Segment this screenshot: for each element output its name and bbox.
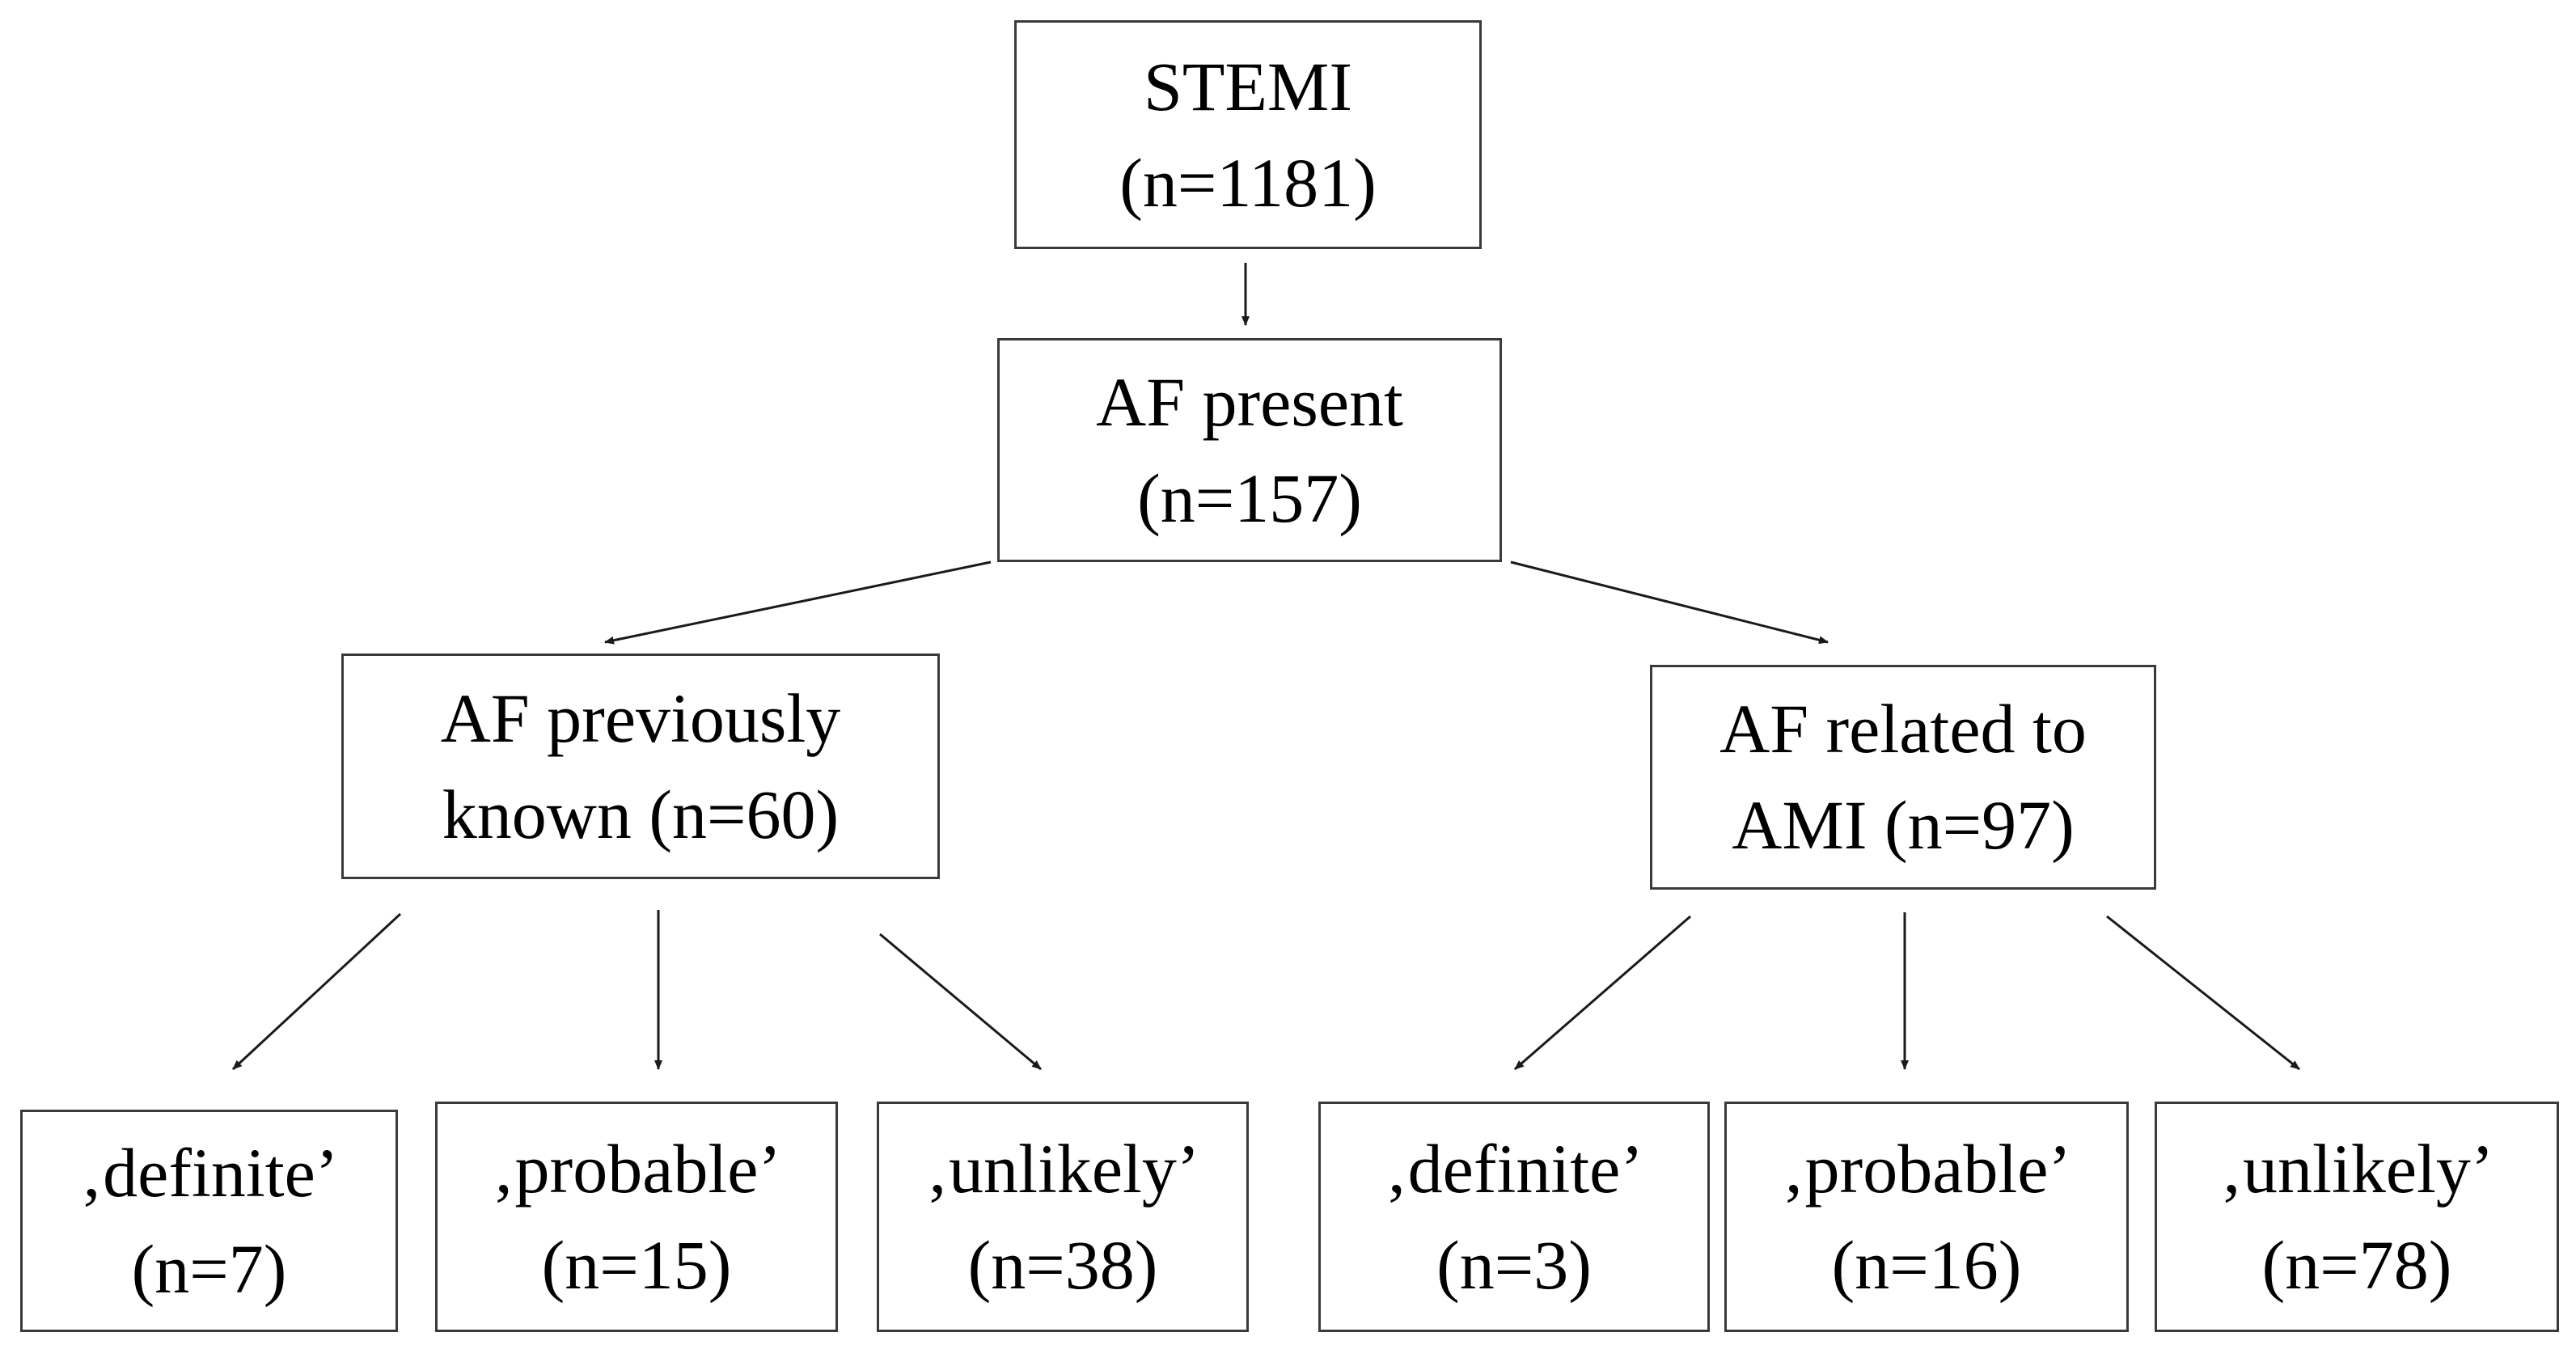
- prev-unlikely-label: ‚unlikely’: [925, 1129, 1200, 1208]
- af-present-label: AF present: [1096, 362, 1403, 441]
- prev-probable-count: (n=15): [541, 1225, 732, 1304]
- prev-definite-count: (n=7): [131, 1229, 287, 1308]
- arrow-af-present-to-af-related-to-ami: [1510, 560, 1829, 645]
- arrow-af-previously-known-to-definite: [231, 912, 402, 1071]
- arrow-af-present-to-af-previously-known: [604, 560, 992, 645]
- stemi-label: STEMI: [1144, 47, 1352, 125]
- ami-probable-label: ‚probable’: [1781, 1129, 2072, 1208]
- af-present-box: AF present (n=157): [997, 338, 1502, 562]
- ami-definite-count: (n=3): [1436, 1225, 1592, 1304]
- af-related-to-ami-count: AMI (n=97): [1732, 786, 2075, 864]
- af-previously-known-label: AF previously: [440, 679, 841, 757]
- af-previously-known-box: AF previously known (n=60): [341, 653, 940, 879]
- prev-probable-label: ‚probable’: [491, 1129, 782, 1208]
- af-related-to-ami-box: AF related to AMI (n=97): [1650, 665, 2156, 890]
- stemi-box: STEMI (n=1181): [1014, 20, 1482, 249]
- ami-probable-count: (n=16): [1831, 1225, 2022, 1304]
- prev-definite-label: ‚definite’: [79, 1133, 339, 1212]
- arrow-af-related-to-ami-to-unlikely: [2106, 915, 2300, 1071]
- af-present-count: (n=157): [1137, 459, 1362, 537]
- af-previously-known-count: known (n=60): [442, 775, 840, 853]
- prev-probable-box: ‚probable’ (n=15): [435, 1102, 838, 1332]
- arrow-af-related-to-ami-to-definite: [1514, 915, 1691, 1071]
- af-related-to-ami-label: AF related to: [1719, 690, 2087, 768]
- prev-unlikely-count: (n=38): [967, 1225, 1158, 1304]
- prev-unlikely-box: ‚unlikely’ (n=38): [877, 1102, 1249, 1332]
- ami-probable-box: ‚probable’ (n=16): [1724, 1102, 2129, 1332]
- arrow-af-previously-known-to-unlikely: [879, 933, 1042, 1071]
- stemi-count: (n=1181): [1119, 143, 1377, 222]
- ami-unlikely-box: ‚unlikely’ (n=78): [2155, 1102, 2559, 1332]
- ami-unlikely-count: (n=78): [2261, 1225, 2452, 1304]
- ami-definite-label: ‚definite’: [1385, 1129, 1643, 1208]
- ami-unlikely-label: ‚unlikely’: [2219, 1129, 2494, 1208]
- prev-definite-box: ‚definite’ (n=7): [20, 1110, 398, 1332]
- ami-definite-box: ‚definite’ (n=3): [1318, 1102, 1710, 1332]
